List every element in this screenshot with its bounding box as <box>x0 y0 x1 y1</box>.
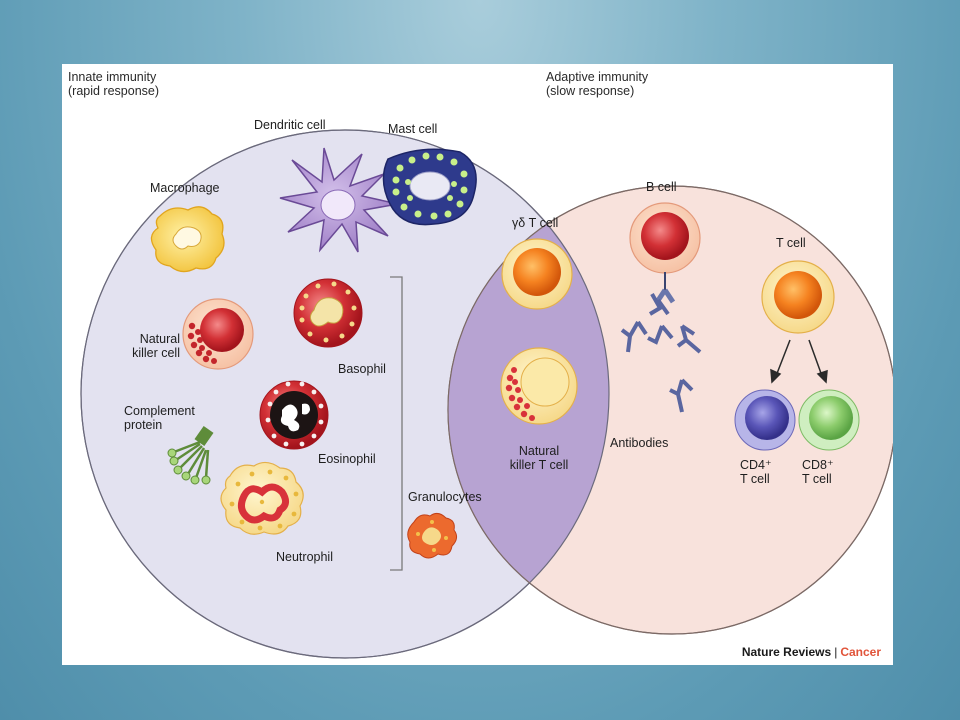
immunity-venn-diagram <box>80 129 893 659</box>
eosinophil-label: Eosinophil <box>318 452 376 466</box>
natural-killer-cell-icon <box>182 298 254 370</box>
granulocytes-bracket <box>390 276 403 571</box>
innate-immunity-title: Innate immunity <box>68 70 157 84</box>
natural-killer-t-cell-icon <box>500 347 578 425</box>
macrophage-label: Macrophage <box>150 181 220 195</box>
mast-cell-icon <box>382 148 477 226</box>
basophil-icon <box>293 278 363 348</box>
dendritic-cell-label: Dendritic cell <box>254 118 326 132</box>
cd4-t-cell-label: CD4⁺ T cell <box>740 458 772 486</box>
gamma-delta-t-cell-label: γδ T cell <box>512 216 559 230</box>
basophil-label: Basophil <box>338 362 386 376</box>
b-cell-icon <box>629 202 701 274</box>
adaptive-immunity-subtitle: (slow response) <box>546 84 635 98</box>
neutrophil-label: Neutrophil <box>276 550 333 564</box>
figure-panel: Innate immunity (rapid response) Adaptiv… <box>62 64 893 665</box>
antibodies-icon <box>620 272 702 413</box>
mast-cell-label: Mast cell <box>388 122 438 136</box>
credit-journal: Nature Reviews <box>741 645 832 659</box>
source-credit: Nature Reviews|Cancer <box>742 645 881 659</box>
natural-killer-t-cell-label: Natural killer T cell <box>509 444 569 472</box>
credit-separator: | <box>834 645 838 659</box>
antibodies-label: Antibodies <box>610 436 669 450</box>
adaptive-immunity-outline <box>447 185 893 635</box>
eosinophil-icon <box>259 380 329 450</box>
credit-section: Cancer <box>840 645 881 659</box>
complement-protein-label: Complement protein <box>124 404 195 432</box>
t-cell-label: T cell <box>776 236 806 250</box>
granulocyte-icon <box>407 512 458 559</box>
differentiation-arrows <box>770 339 828 384</box>
dendritic-cell-icon <box>279 147 399 253</box>
cd4-t-cell-icon <box>734 389 796 451</box>
cd8-t-cell-label: CD8⁺ T cell <box>802 458 834 486</box>
neutrophil-icon <box>220 461 304 535</box>
complement-protein-icon <box>167 426 214 485</box>
adaptive-immunity-title: Adaptive immunity <box>546 70 649 84</box>
cd8-t-cell-icon <box>798 389 860 451</box>
macrophage-icon <box>150 206 225 273</box>
granulocytes-label: Granulocytes <box>408 490 482 504</box>
b-cell-label: B cell <box>646 180 677 194</box>
natural-killer-cell-label: Natural killer cell <box>132 332 180 360</box>
gamma-delta-t-cell-icon <box>501 238 573 310</box>
innate-immunity-subtitle: (rapid response) <box>68 84 160 98</box>
innate-immunity-outline <box>80 129 610 659</box>
t-cell-icon <box>761 260 835 334</box>
